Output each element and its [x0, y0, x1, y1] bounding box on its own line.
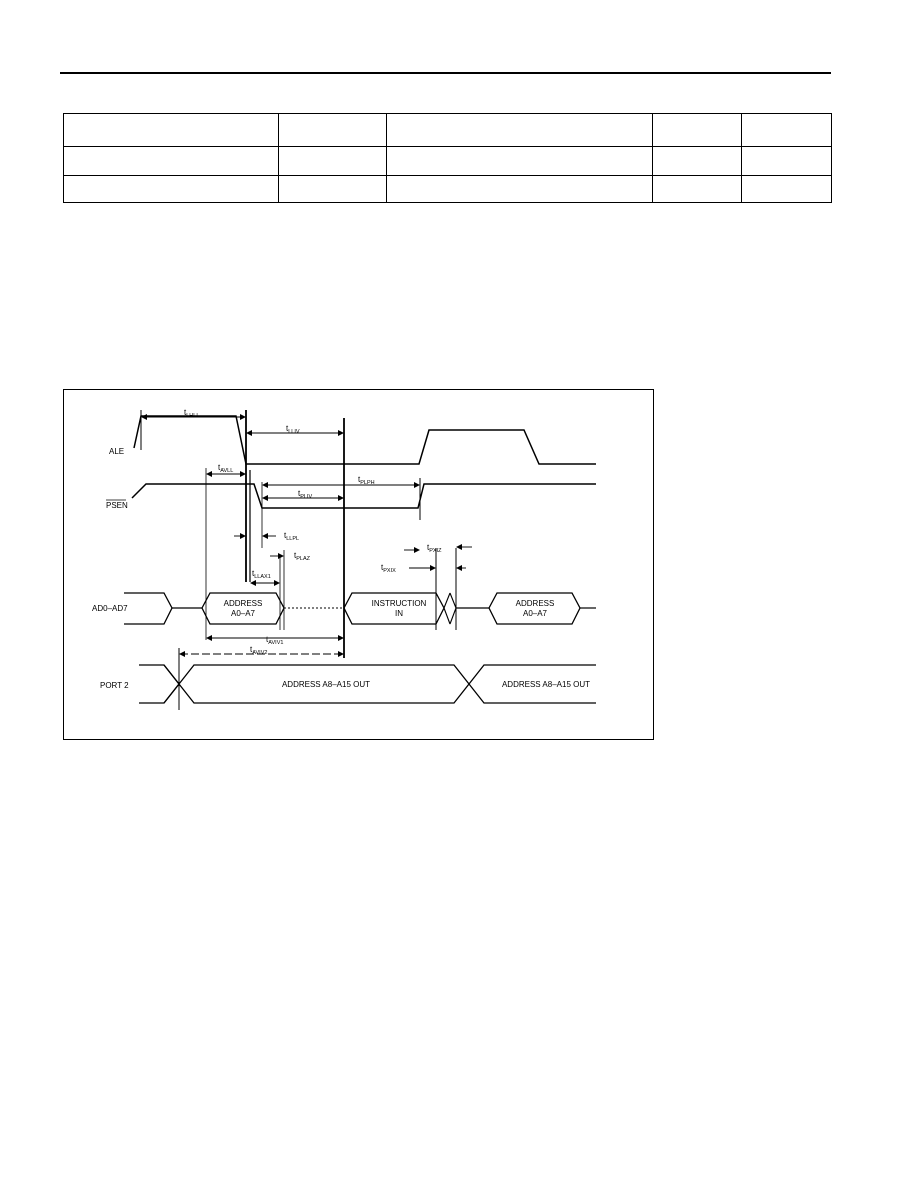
timing-label-avll: tAVLL	[218, 463, 233, 474]
port2-bus-prev	[139, 664, 180, 704]
table-row	[63, 113, 832, 147]
table-cell	[63, 113, 279, 147]
timing-label-llax1: tLLAX1	[252, 569, 271, 580]
top-rule	[60, 72, 831, 74]
table-row	[63, 175, 832, 203]
bus-label-address-2-line1: ADDRESS	[516, 599, 555, 608]
timing-label-aviv1: tAVIV1	[266, 635, 283, 646]
bus-label-address-1-line2: A0–A7	[231, 609, 256, 618]
ad-bus-instruction	[343, 592, 445, 625]
timing-label-lhll: tLHLL	[184, 408, 199, 419]
signal-label-ale: ALE	[109, 447, 124, 456]
timing-label-pxix: tPXIX	[381, 563, 396, 574]
ale-waveform	[133, 415, 596, 465]
port2-bus-address-2	[468, 664, 596, 704]
table-cell	[741, 113, 832, 147]
timing-diagram: ALE PSEN AD0–AD7 PORT 2 ADDRESS A0–A7 IN…	[63, 389, 654, 740]
signal-label-ad0-ad7: AD0–AD7	[92, 604, 128, 613]
timing-label-llpl: tLLPL	[284, 531, 299, 542]
psen-waveform	[131, 483, 596, 509]
table-cell	[63, 146, 279, 176]
ad-bus-prev	[124, 592, 173, 625]
timing-label-plaz: tPLAZ	[294, 551, 311, 562]
bus-label-address-2-line2: A0–A7	[523, 609, 548, 618]
table-cell	[741, 175, 832, 203]
spec-table	[63, 113, 832, 203]
timing-label-plph: tPLPH	[358, 475, 375, 486]
table-cell	[741, 146, 832, 176]
signal-label-psen: PSEN	[106, 501, 128, 510]
timing-label-pliv: tPLIV	[298, 489, 312, 500]
table-cell	[63, 175, 279, 203]
bus-label-port2-b: ADDRESS A8–A15 OUT	[502, 680, 590, 689]
table-row	[63, 146, 832, 176]
table-cell	[652, 113, 742, 147]
timing-label-lliv: tLLIV	[286, 424, 300, 435]
table-cell	[652, 175, 742, 203]
table-cell	[278, 175, 387, 203]
table-cell	[386, 113, 653, 147]
ad-bus-hold-edges	[443, 592, 457, 625]
timing-label-pxiz: tPXIZ	[427, 543, 442, 554]
bus-label-instruction-line2: IN	[395, 609, 403, 618]
table-cell	[652, 146, 742, 176]
bus-label-address-1-line1: ADDRESS	[224, 599, 263, 608]
table-cell	[278, 113, 387, 147]
signal-label-port2: PORT 2	[100, 681, 129, 690]
bus-label-instruction-line1: INSTRUCTION	[372, 599, 427, 608]
table-cell	[278, 146, 387, 176]
bus-label-port2-a: ADDRESS A8–A15 OUT	[282, 680, 370, 689]
timing-label-aviv2: tAVIV2	[250, 645, 267, 656]
table-cell	[386, 175, 653, 203]
table-cell	[386, 146, 653, 176]
timing-diagram-svg: ALE PSEN AD0–AD7 PORT 2 ADDRESS A0–A7 IN…	[92, 408, 596, 710]
